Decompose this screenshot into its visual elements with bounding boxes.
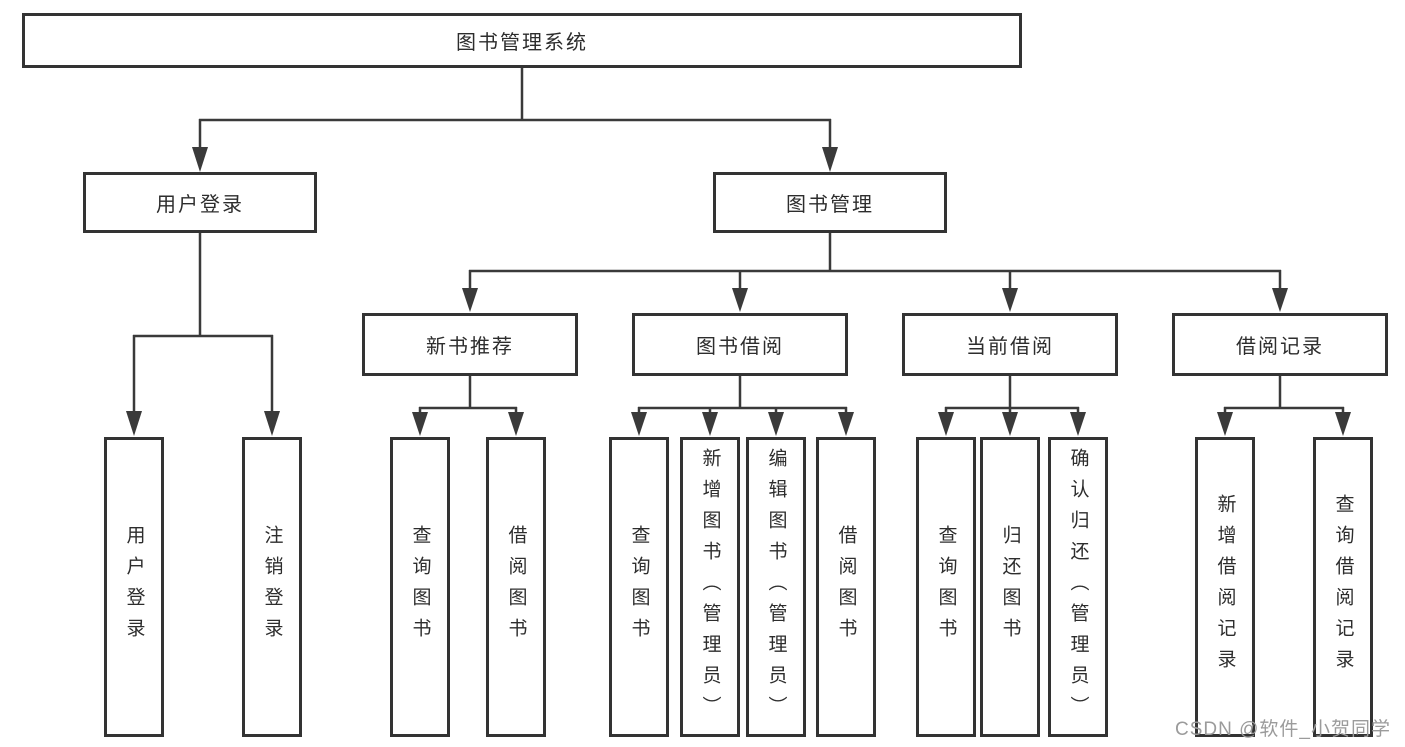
leaf-logout: 注销登录 xyxy=(242,437,302,737)
node-book-management-label: 图书管理 xyxy=(786,194,874,216)
leaf-add-borrow-record: 新增借阅记录 xyxy=(1195,437,1255,737)
leaf-borrow-books-recommend: 借阅图书 xyxy=(486,437,546,737)
node-user-login-label: 用户登录 xyxy=(156,194,244,216)
leaf-query-borrow-record: 查询借阅记录 xyxy=(1313,437,1373,737)
node-book-borrow: 图书借阅 xyxy=(632,313,848,376)
leaf-user-login: 用户登录 xyxy=(104,437,164,737)
node-current-borrow: 当前借阅 xyxy=(902,313,1118,376)
leaf-query-books-current: 查询图书 xyxy=(916,437,976,737)
node-root-label: 图书管理系统 xyxy=(456,32,588,54)
leaf-query-books-borrow: 查询图书 xyxy=(609,437,669,737)
leaf-edit-book-admin: 编辑图书（管理员） xyxy=(746,437,806,737)
leaf-add-book-admin: 新增图书（管理员） xyxy=(680,437,740,737)
node-root-system: 图书管理系统 xyxy=(22,13,1022,68)
node-new-book-recommend: 新书推荐 xyxy=(362,313,578,376)
node-new-book-recommend-label: 新书推荐 xyxy=(426,336,514,358)
csdn-watermark: CSDN @软件_小贺同学 xyxy=(1175,719,1391,740)
node-user-login: 用户登录 xyxy=(83,172,317,233)
node-borrow-records: 借阅记录 xyxy=(1172,313,1388,376)
leaf-query-books-recommend: 查询图书 xyxy=(390,437,450,737)
node-book-management: 图书管理 xyxy=(713,172,947,233)
leaf-borrow-books: 借阅图书 xyxy=(816,437,876,737)
node-borrow-records-label: 借阅记录 xyxy=(1236,336,1324,358)
node-current-borrow-label: 当前借阅 xyxy=(966,336,1054,358)
leaf-return-book: 归还图书 xyxy=(980,437,1040,737)
leaf-confirm-return-admin: 确认归还（管理员） xyxy=(1048,437,1108,737)
node-book-borrow-label: 图书借阅 xyxy=(696,336,784,358)
